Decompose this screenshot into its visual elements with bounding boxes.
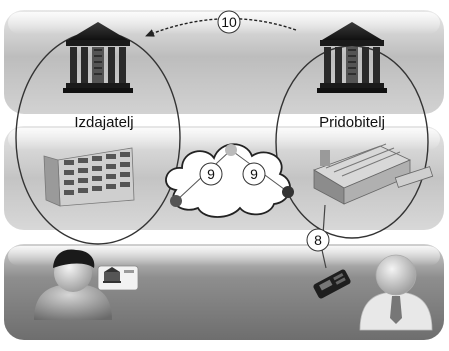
- cardholder-person-icon: [34, 249, 112, 320]
- step-8-badge: 8: [306, 228, 330, 252]
- step-10-badge: 10: [217, 10, 241, 34]
- network-node-left: [170, 195, 182, 207]
- network-node-right: [282, 186, 294, 198]
- step-10-arrow: [145, 17, 297, 37]
- acquirer-bank-icon: [317, 22, 387, 93]
- office-building-icon: [43, 147, 135, 207]
- step-9-left-label: 9: [207, 166, 215, 182]
- merchant-person-icon: [359, 254, 433, 331]
- payment-card-icon: [97, 265, 139, 291]
- issuer-label: Izdajatelj: [74, 114, 133, 131]
- network-cloud: [165, 143, 294, 218]
- step-9-right-badge: 9: [242, 162, 266, 186]
- step-10-label: 10: [221, 14, 237, 30]
- step-9-right-label: 9: [250, 166, 258, 182]
- acquirer-label: Pridobitelj: [319, 114, 385, 131]
- step-8-label: 8: [314, 232, 322, 248]
- card-terminal-icon: [313, 269, 351, 299]
- network-node-top: [225, 144, 237, 156]
- step-9-left-badge: 9: [199, 162, 223, 186]
- issuer-bank-icon: [63, 22, 133, 93]
- processing-machine-icon: [313, 143, 434, 205]
